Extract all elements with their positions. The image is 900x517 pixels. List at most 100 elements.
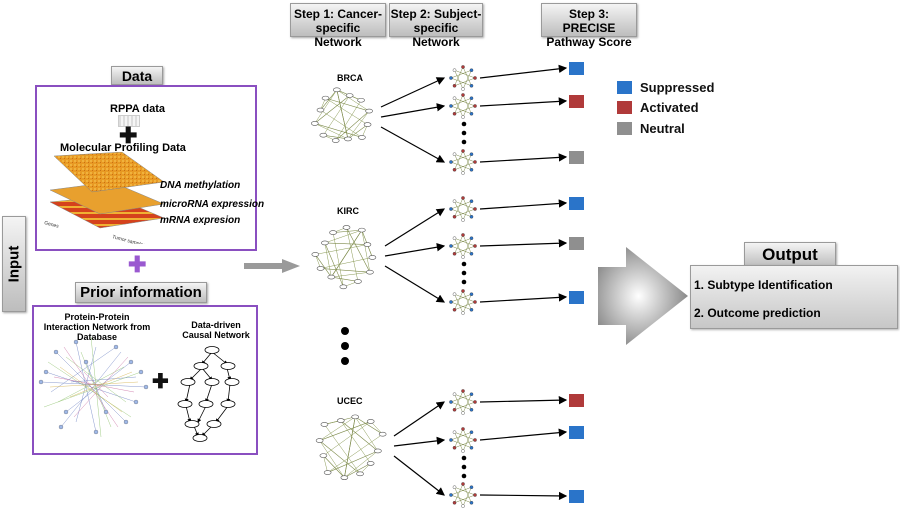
subject-edge [454,393,476,403]
ellipsis-dot [461,130,467,136]
network-node [323,470,332,475]
network-node [363,122,372,127]
subject-node [449,76,453,80]
network-edge [346,227,371,273]
network-edge [315,244,368,255]
subject-edge [450,439,472,449]
network-edge [347,124,368,140]
network-node [366,419,375,424]
network-node [366,269,374,275]
subject-node [452,236,457,241]
subject-edge [454,200,476,210]
subject-edge [454,494,476,504]
subject-edge [450,153,472,163]
subject-node [469,83,474,88]
subject-node [461,255,465,259]
pathway-score-neutral [569,237,584,250]
network-edge [323,134,349,140]
subject-node [469,445,474,450]
subject-edge [454,161,476,171]
subject-node [469,68,474,73]
methylation-layer [53,152,165,193]
ellipsis-dot [461,261,467,267]
network-node [344,136,352,142]
subject-edge [454,439,476,449]
subject-node [452,500,457,505]
causal-label: Data-driven Causal Network [182,320,250,340]
network-node [356,471,364,477]
subject-node [461,87,465,91]
network-node [368,255,377,260]
subject-node [452,307,457,312]
subject-edge [450,293,472,303]
subject-node [469,307,474,312]
subject-node [461,311,465,315]
subject-edge [462,238,472,258]
network-edge [347,110,370,140]
subject-node [452,430,457,435]
subject-node [469,167,474,172]
score-arrow [479,153,568,163]
score-arrow [479,428,568,441]
network-edge [340,420,371,464]
network-node [366,461,375,466]
step-3-header: Step 3: PRECISE Pathway Score [541,3,637,49]
legend: Suppressed Activated Neutral [617,77,714,139]
flow-arrow [393,436,446,447]
input-label-box: Input [2,216,26,312]
network-edge [314,89,338,124]
molecular-label: Molecular Profiling Data [60,142,186,154]
network-node [319,453,328,458]
network-edge [320,109,363,138]
pathway-score-suppressed [569,197,584,210]
network-node [363,242,372,247]
subject-edge [462,483,472,503]
ppi-label: Protein-Protein Interaction Network from… [43,312,151,342]
output-title: Output [744,242,836,267]
flow-arrow [380,126,446,163]
subject-edge [450,161,472,171]
subject-edge [450,69,472,79]
subject-node [473,76,477,80]
subject-node [469,407,474,412]
subject-edge [450,301,472,311]
input-arrow [244,259,300,273]
network-node [320,422,329,427]
subject-node [461,149,465,153]
subject-node [469,111,474,116]
subject-edge [450,494,472,504]
subject-edge [454,390,464,410]
subject-edge [454,394,464,414]
subject-node [452,83,457,88]
pathway-score-suppressed [569,62,584,75]
network-node [329,230,337,235]
step-1-header: Step 1: Cancer-specific Network [290,3,386,49]
subject-edge [462,94,472,114]
flow-arrow [384,208,446,247]
subject-edge [454,238,464,258]
subject-node [461,504,465,508]
subject-edge [462,150,472,170]
subject-node [461,218,465,222]
subject-edge [462,66,472,86]
output-item-outcome: 2. Outcome prediction [694,306,821,320]
ellipsis-dot [461,455,467,461]
subject-edge [454,245,476,255]
subject-node [469,292,474,297]
pathway-score-activated [569,394,584,407]
ellipsis-dot [341,357,349,365]
network-node [339,284,348,290]
network-edge [324,242,344,287]
subject-node [452,407,457,412]
network-node [316,107,325,113]
subject-edge [454,483,464,503]
suppressed-swatch [617,80,632,94]
subject-node [461,171,465,175]
dataset-label-ucec: UCEC [337,396,363,406]
network-node [331,138,340,143]
legend-label: Activated [640,100,699,115]
subject-node [449,104,453,108]
subject-edge [454,290,464,310]
network-edge [324,424,361,474]
ellipsis-dot [461,464,467,470]
